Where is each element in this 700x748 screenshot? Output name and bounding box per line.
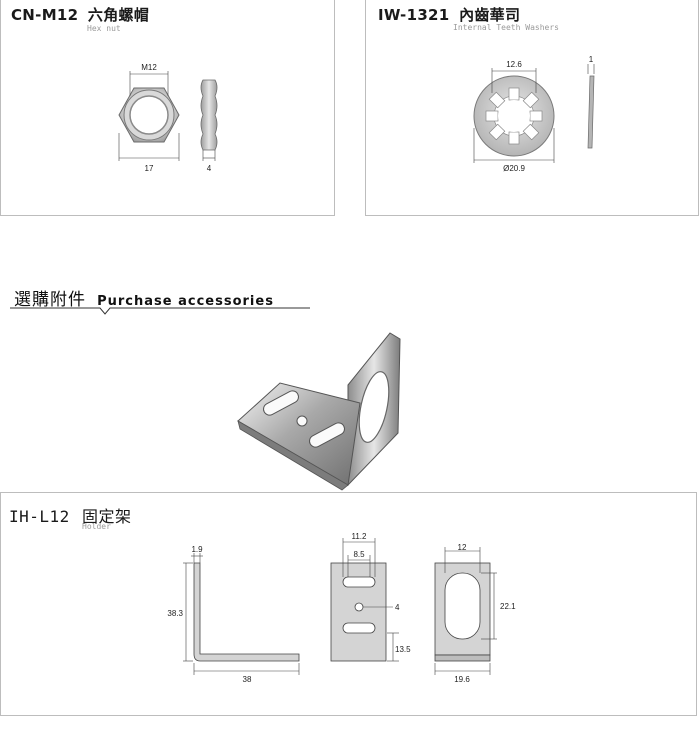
section-heading: 選購附件 Purchase accessories (14, 285, 274, 310)
washer-drawing: 12.6 Ø20.9 1 (473, 55, 595, 173)
holder-dim-thickness: 1.9 (191, 545, 203, 554)
holder-dim-height: 38.3 (167, 609, 183, 618)
holder-dim-bottom-offset: 13.5 (395, 645, 411, 654)
holder-name-en: Holder (82, 522, 111, 531)
washer-name-en: Internal Teeth Washers (453, 23, 559, 32)
washer-side (587, 75, 595, 149)
section-title-zh: 選購附件 (14, 290, 86, 310)
hex-nut-side (200, 79, 218, 151)
washer-dim-outer: Ø20.9 (503, 164, 525, 173)
hex-nut-code: CN-M12 (11, 6, 79, 24)
washer-dim-inner: 12.6 (506, 60, 522, 69)
holder-side-view (193, 562, 300, 662)
hex-nut-drawing: M12 17 4 (118, 63, 218, 173)
section-underline (10, 307, 310, 315)
holder-drawings: 1.9 38.3 38 11.2 8.5 4 13.5 (167, 532, 516, 684)
holder-dim-hole: 4 (395, 603, 400, 612)
holder-code: IH-L12 (9, 507, 70, 526)
holder-dim-length: 38 (243, 675, 252, 684)
holder-photo (237, 332, 401, 491)
hex-nut-panel: CN-M12 六角螺帽 Hex nut M12 17 (0, 0, 335, 216)
washer-panel: IW-1321 內齒華司 Internal Teeth Washers (365, 0, 699, 216)
holder-title: IH-L12 固定架 (9, 503, 131, 527)
holder-name-zh: 固定架 (81, 507, 132, 526)
holder-dim-slot-outer: 11.2 (352, 532, 368, 541)
holder-dim-plate-width: 19.6 (454, 675, 470, 684)
holder-panel: IH-L12 固定架 Holder 1.9 38.3 38 11.2 (0, 492, 697, 716)
section-title-en: Purchase accessories (97, 294, 274, 309)
hex-nut-dim-thread: M12 (141, 63, 157, 72)
hex-nut-name-zh: 六角螺帽 (87, 6, 150, 24)
hex-nut-name-en: Hex nut (87, 24, 121, 33)
hex-nut-dim-thickness: 4 (207, 164, 212, 173)
holder-dim-slot-width: 12 (458, 543, 467, 552)
holder-dim-slot-height: 22.1 (500, 602, 516, 611)
hex-nut-dim-width: 17 (145, 164, 154, 173)
holder-dim-slot-inner: 8.5 (353, 550, 365, 559)
washer-title: IW-1321 內齒華司 (378, 4, 520, 25)
washer-code: IW-1321 (378, 6, 450, 24)
hex-nut-title: CN-M12 六角螺帽 (11, 4, 149, 25)
washer-name-zh: 內齒華司 (459, 6, 521, 24)
washer-dim-thickness: 1 (589, 55, 594, 64)
